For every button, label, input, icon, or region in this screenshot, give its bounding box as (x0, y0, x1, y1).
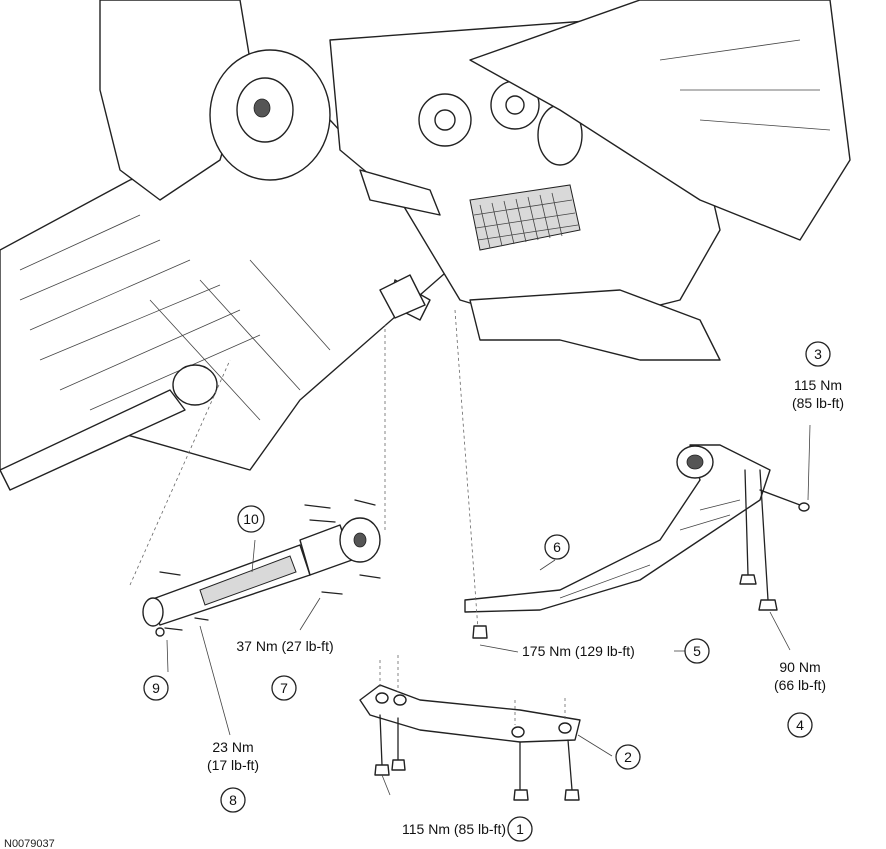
callout-number-6: 6 (553, 539, 561, 555)
callout-7: 37 Nm (27 lb-ft) 7 (236, 638, 334, 701)
torque-label-7: 37 Nm (27 lb-ft) (236, 638, 333, 654)
torque-label-8-lbft: (17 lb-ft) (207, 757, 259, 773)
callout-number-4: 4 (796, 717, 804, 733)
torque-label-4-nm: 90 Nm (779, 659, 820, 675)
callout-6: 6 (544, 534, 570, 560)
callout-10: 10 (237, 505, 265, 533)
leader-lines (166, 424, 811, 796)
callout-3: 3 115 Nm (85 lb-ft) (792, 341, 844, 411)
figure-id: N0079037 (4, 838, 55, 849)
torque-label-4-lbft: (66 lb-ft) (774, 677, 826, 693)
vehicle-underbody (0, 0, 851, 491)
callout-number-1: 1 (516, 821, 524, 837)
callout-number-9: 9 (152, 680, 160, 696)
callout-number-10: 10 (243, 511, 259, 527)
callout-8: 23 Nm (17 lb-ft) 8 (207, 739, 259, 813)
torque-label-3-nm: 115 Nm (794, 377, 842, 393)
torque-label-3-lbft: (85 lb-ft) (792, 395, 844, 411)
callout-number-2: 2 (624, 749, 632, 765)
torque-label-8-nm: 23 Nm (212, 739, 253, 755)
callout-5: 175 Nm (129 lb-ft) 5 (522, 638, 710, 664)
callout-number-8: 8 (229, 792, 237, 808)
callout-number-3: 3 (814, 346, 822, 362)
callout-number-7: 7 (280, 680, 288, 696)
callout-4: 90 Nm (66 lb-ft) 4 (774, 659, 826, 738)
callout-9: 9 (143, 675, 169, 701)
torque-label-5: 175 Nm (129 lb-ft) (522, 643, 635, 659)
exploded-parts (129, 309, 810, 801)
callout-2: 2 (615, 744, 641, 770)
torque-label-1: 115 Nm (85 lb-ft) (402, 821, 506, 837)
callout-1: 115 Nm (85 lb-ft) 1 (402, 816, 533, 842)
callout-number-5: 5 (693, 643, 701, 659)
